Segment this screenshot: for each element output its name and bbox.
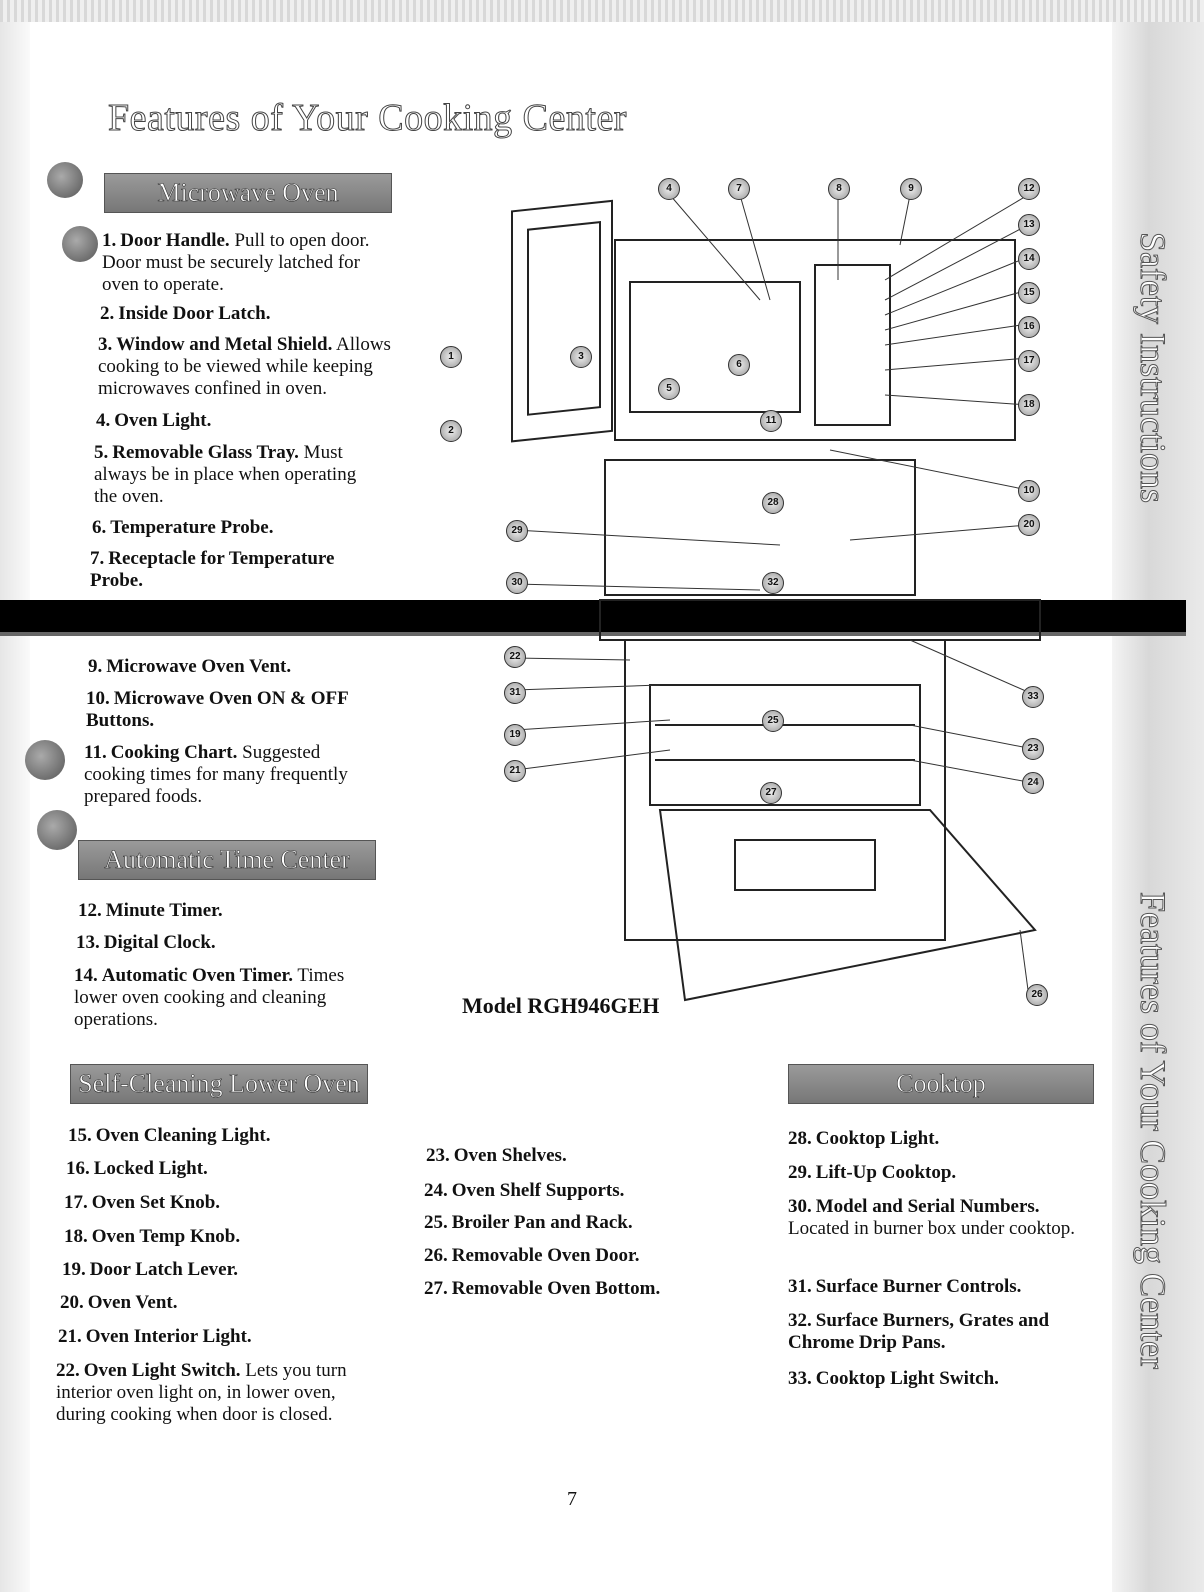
callout-13: 13 xyxy=(1018,214,1040,236)
callout-1: 1 xyxy=(440,346,462,368)
callout-26: 26 xyxy=(1026,984,1048,1006)
item-30: 30.Model and Serial Numbers. Located in … xyxy=(788,1196,1076,1239)
callout-30: 30 xyxy=(506,572,528,594)
item-33: 33.Cooktop Light Switch. xyxy=(788,1368,999,1389)
item-15: 15.Oven Cleaning Light. xyxy=(68,1125,271,1146)
item-16: 16.Locked Light. xyxy=(66,1158,208,1179)
callout-24: 24 xyxy=(1022,772,1044,794)
callout-33: 33 xyxy=(1022,686,1044,708)
item-28: 28.Cooktop Light. xyxy=(788,1128,940,1149)
callout-27: 27 xyxy=(760,782,782,804)
callout-25: 25 xyxy=(762,710,784,732)
item-22: 22.Oven Light Switch. Lets you turn inte… xyxy=(56,1360,347,1425)
door-window xyxy=(527,221,601,416)
microwave-control-panel xyxy=(814,264,891,426)
callout-28: 28 xyxy=(762,492,784,514)
item-26: 26.Removable Oven Door. xyxy=(424,1245,640,1266)
callout-14: 14 xyxy=(1018,248,1040,270)
bullet-dot xyxy=(25,740,65,780)
item-25: 25.Broiler Pan and Rack. xyxy=(424,1212,633,1233)
callout-19: 19 xyxy=(504,724,526,746)
callout-21: 21 xyxy=(504,760,526,782)
page-number: 7 xyxy=(567,1488,577,1510)
callout-7: 7 xyxy=(728,178,750,200)
item-11: 11.Cooking Chart. Suggested cooking time… xyxy=(84,742,348,807)
scan-cut-line xyxy=(0,632,1186,636)
side-tab-safety[interactable]: Safety Instructions xyxy=(1133,232,1174,504)
callout-9: 9 xyxy=(900,178,922,200)
callout-22: 22 xyxy=(504,646,526,668)
callout-4: 4 xyxy=(658,178,680,200)
item-2: 2.Inside Door Latch. xyxy=(100,303,271,324)
item-14: 14.Automatic Oven Timer. Times lower ove… xyxy=(74,965,345,1030)
item-12: 12.Minute Timer. xyxy=(78,900,223,921)
item-21: 21.Oven Interior Light. xyxy=(58,1326,252,1347)
cooktop-body xyxy=(604,459,916,596)
bullet-dot xyxy=(62,226,98,262)
item-19: 19.Door Latch Lever. xyxy=(62,1259,239,1280)
model-label: Model RGH946GEH xyxy=(462,993,660,1018)
item-24: 24.Oven Shelf Supports. xyxy=(424,1180,625,1201)
microwave-door xyxy=(511,199,613,443)
item-4: 4.Oven Light. xyxy=(96,410,212,431)
side-tab-features[interactable]: Features of Your Cooking Center xyxy=(1133,892,1174,1370)
item-17: 17.Oven Set Knob. xyxy=(64,1192,221,1213)
heading-time-center: Automatic Time Center xyxy=(78,840,376,880)
heading-lower-oven: Self-Cleaning Lower Oven xyxy=(70,1064,368,1104)
oven-cavity xyxy=(649,684,921,806)
bullet-dot xyxy=(47,162,83,198)
callout-23: 23 xyxy=(1022,738,1044,760)
item-5: 5.Removable Glass Tray. Must always be i… xyxy=(94,442,357,507)
microwave-cavity xyxy=(629,281,801,413)
heading-microwave: Microwave Oven xyxy=(104,173,392,213)
callout-32: 32 xyxy=(762,572,784,594)
oven-door-open xyxy=(658,809,1037,1002)
item-6: 6.Temperature Probe. xyxy=(92,517,274,538)
side-tab-strip: Safety Instructions Features of Your Coo… xyxy=(1112,22,1204,1592)
callout-2: 2 xyxy=(440,420,462,442)
callout-6: 6 xyxy=(728,354,750,376)
item-20: 20.Oven Vent. xyxy=(60,1292,178,1313)
item-27: 27.Removable Oven Bottom. xyxy=(424,1278,661,1299)
callout-16: 16 xyxy=(1018,316,1040,338)
callout-10: 10 xyxy=(1018,480,1040,502)
item-1: 1.Door Handle. Pull to open door. Door m… xyxy=(102,230,370,295)
item-10: 10.Microwave Oven ON & OFF Buttons. xyxy=(86,688,349,731)
cooking-center-diagram xyxy=(511,194,1041,1002)
scan-black-band xyxy=(0,600,1186,632)
callout-3: 3 xyxy=(570,346,592,368)
bullet-dot xyxy=(37,810,77,850)
item-7: 7.Receptacle for Temperature Probe. xyxy=(90,548,335,591)
item-13: 13.Digital Clock. xyxy=(76,932,216,953)
callout-12: 12 xyxy=(1018,178,1040,200)
item-9: 9.Microwave Oven Vent. xyxy=(88,656,292,677)
callout-20: 20 xyxy=(1018,514,1040,536)
callout-18: 18 xyxy=(1018,394,1040,416)
heading-cooktop: Cooktop xyxy=(788,1064,1094,1104)
item-31: 31.Surface Burner Controls. xyxy=(788,1276,1022,1297)
item-18: 18.Oven Temp Knob. xyxy=(64,1226,241,1247)
callout-15: 15 xyxy=(1018,282,1040,304)
microwave-cabinet xyxy=(614,239,1016,441)
callout-31: 31 xyxy=(504,682,526,704)
callout-5: 5 xyxy=(658,378,680,400)
item-29: 29.Lift-Up Cooktop. xyxy=(788,1162,957,1183)
oven-door-window xyxy=(734,839,876,891)
page-title: Features of Your Cooking Center xyxy=(108,97,627,140)
lower-oven xyxy=(624,639,946,941)
scan-edge-left xyxy=(0,22,30,1592)
callout-8: 8 xyxy=(828,178,850,200)
item-3: 3.Window and Metal Shield. Allows cookin… xyxy=(98,334,391,399)
callout-29: 29 xyxy=(506,520,528,542)
item-23: 23.Oven Shelves. xyxy=(426,1145,567,1166)
callout-11: 11 xyxy=(760,410,782,432)
scan-edge-top xyxy=(0,0,1204,22)
item-32: 32.Surface Burners, Grates and Chrome Dr… xyxy=(788,1310,1050,1353)
callout-17: 17 xyxy=(1018,350,1040,372)
cooktop-burners xyxy=(599,599,1041,641)
